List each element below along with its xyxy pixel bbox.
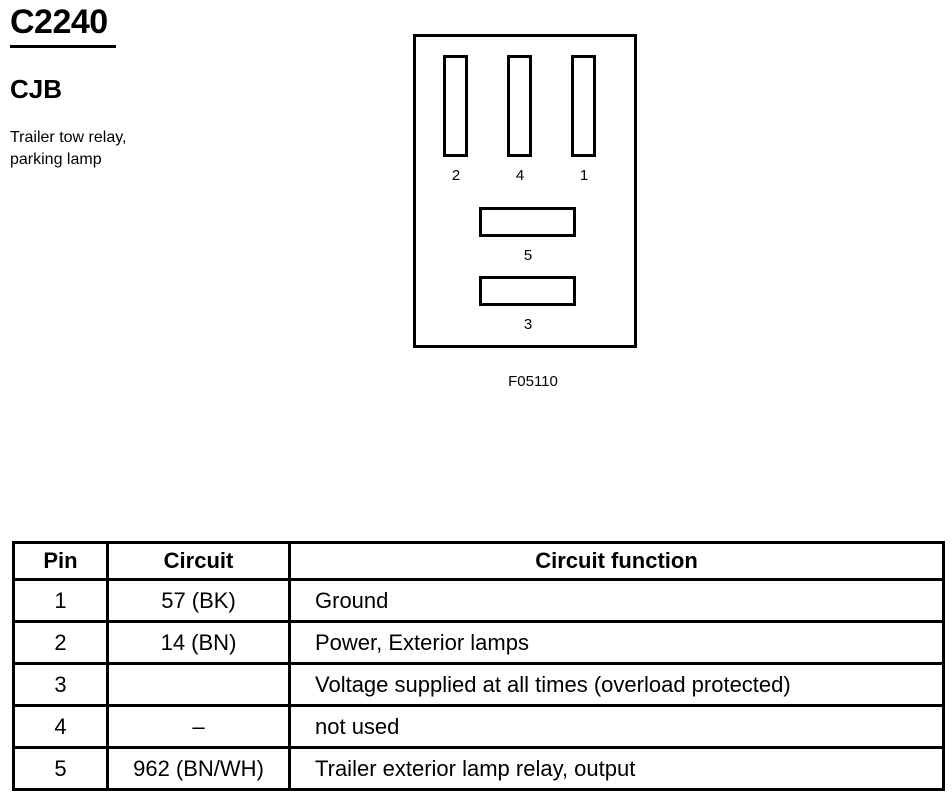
cell-pin: 2 <box>12 620 109 665</box>
connector-id: C2240 <box>10 3 108 41</box>
connector-id-underline <box>10 45 116 48</box>
cell-function: Ground <box>288 578 945 623</box>
table-row: 5 962 (BN/WH) Trailer exterior lamp rela… <box>12 746 945 791</box>
table-row: 4 – not used <box>12 704 945 749</box>
header-circuit-function: Circuit function <box>288 541 945 581</box>
table-row: 2 14 (BN) Power, Exterior lamps <box>12 620 945 665</box>
connector-description: Trailer tow relay, parking lamp <box>10 127 210 171</box>
connector-location: CJB <box>10 74 63 104</box>
pin-label-3: 3 <box>523 316 533 333</box>
pin-label-5: 5 <box>523 247 533 264</box>
pin-label-4: 4 <box>515 167 525 184</box>
table-header-row: Pin Circuit Circuit function <box>12 541 945 581</box>
pin-slot-1 <box>571 55 596 157</box>
header-pin: Pin <box>12 541 109 581</box>
cell-circuit: 962 (BN/WH) <box>106 746 291 791</box>
table-row: 3 Voltage supplied at all times (overloa… <box>12 662 945 707</box>
pin-slot-5 <box>479 207 576 237</box>
pin-slot-4 <box>507 55 532 157</box>
pin-assignment-table: Pin Circuit Circuit function 1 57 (BK) G… <box>12 541 945 791</box>
pin-slot-3 <box>479 276 576 306</box>
table-row: 1 57 (BK) Ground <box>12 578 945 623</box>
figure-code: F05110 <box>508 373 558 390</box>
cell-pin: 4 <box>12 704 109 749</box>
cell-function: Power, Exterior lamps <box>288 620 945 665</box>
cell-pin: 1 <box>12 578 109 623</box>
header-circuit: Circuit <box>106 541 291 581</box>
description-line-1: Trailer tow relay, <box>10 129 127 146</box>
cell-circuit: 14 (BN) <box>106 620 291 665</box>
cell-function: not used <box>288 704 945 749</box>
pin-slot-2 <box>443 55 468 157</box>
description-line-2: parking lamp <box>10 151 102 168</box>
connector-face-diagram: 2 4 1 5 3 <box>413 34 637 348</box>
cell-circuit: 57 (BK) <box>106 578 291 623</box>
cell-function: Trailer exterior lamp relay, output <box>288 746 945 791</box>
cell-circuit: – <box>106 704 291 749</box>
pin-label-2: 2 <box>451 167 461 184</box>
cell-pin: 3 <box>12 662 109 707</box>
cell-function: Voltage supplied at all times (overload … <box>288 662 945 707</box>
pin-label-1: 1 <box>579 167 589 184</box>
cell-circuit <box>106 662 291 707</box>
cell-pin: 5 <box>12 746 109 791</box>
